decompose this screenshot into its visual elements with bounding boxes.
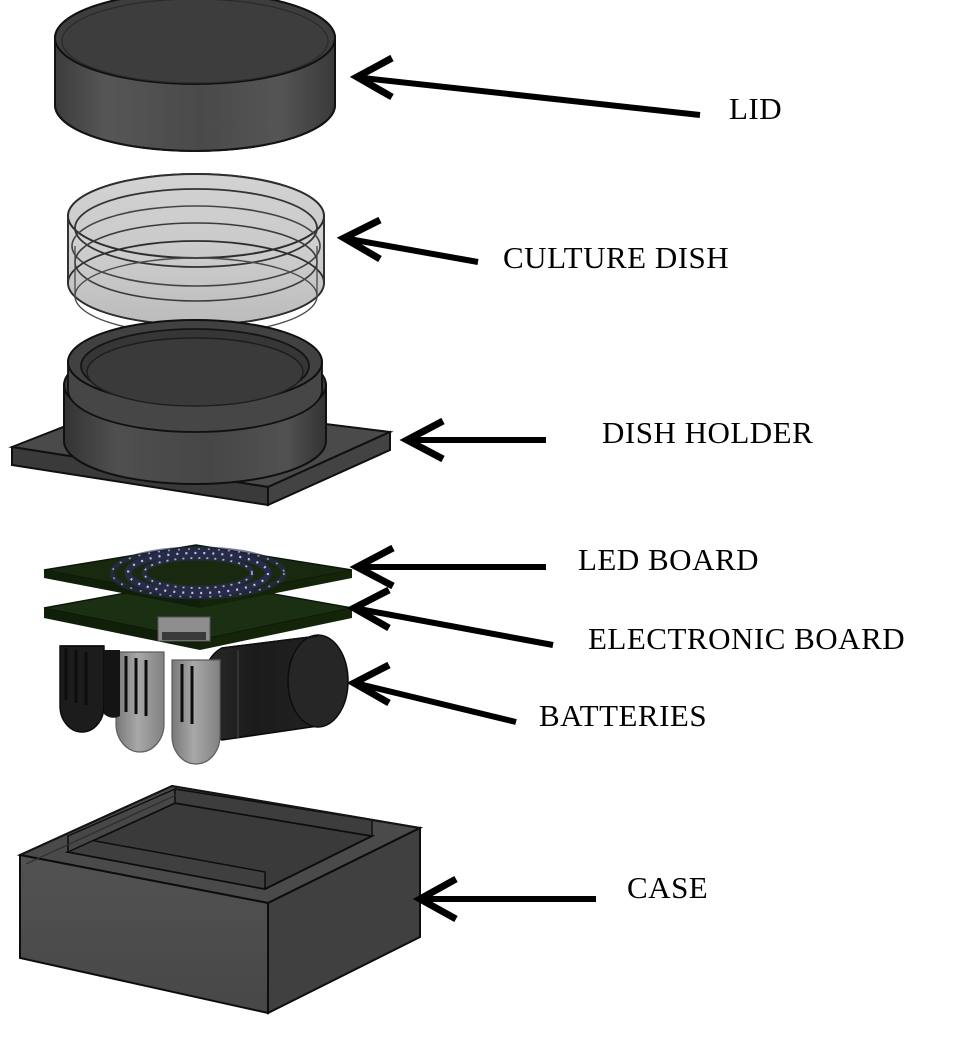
- callout-label-electronic-board: ELECTRONIC BOARD: [588, 621, 906, 656]
- arrow-electronic-board: [346, 586, 554, 648]
- component-led-board: [43, 544, 353, 608]
- component-dish-holder: [8, 319, 394, 507]
- callout-arrows: [336, 54, 701, 923]
- arrow-lid: [349, 54, 701, 118]
- callout-label-culture-dish: CULTURE DISH: [503, 240, 730, 275]
- callout-label-lid: LID: [729, 91, 783, 126]
- callout-label-led-board: LED BOARD: [578, 542, 760, 577]
- component-culture-dish: [67, 173, 325, 335]
- arrow-culture-dish: [336, 216, 479, 265]
- arrow-batteries: [346, 661, 517, 725]
- callout-label-case: CASE: [627, 870, 709, 905]
- component-batteries: [59, 634, 349, 765]
- callout-label-dish-holder: DISH HOLDER: [602, 415, 814, 450]
- arrow-led-board: [349, 544, 546, 590]
- arrow-dish-holder: [399, 417, 546, 463]
- arrow-case: [412, 875, 596, 923]
- component-lid: [54, 0, 336, 152]
- led-ring: [109, 546, 287, 600]
- callout-label-batteries: BATTERIES: [539, 698, 708, 733]
- component-case: [16, 784, 424, 1015]
